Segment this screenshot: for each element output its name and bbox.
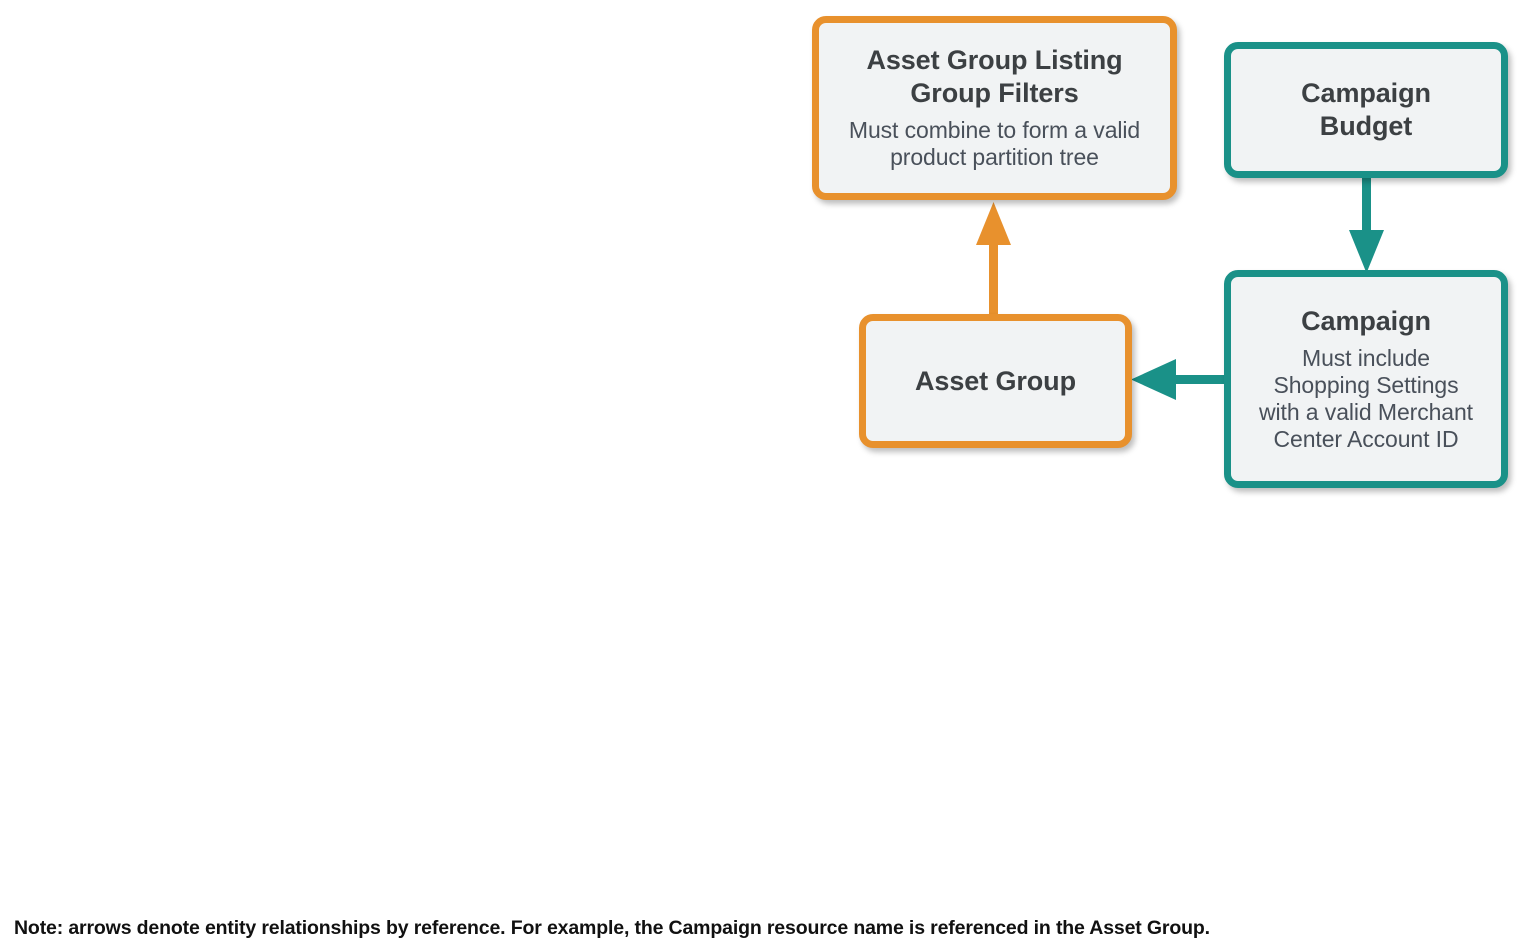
edge-asset-group-to-listing-group-filters bbox=[975, 198, 1015, 320]
node-title: Campaign Budget bbox=[1301, 78, 1431, 141]
node-campaign[interactable]: Campaign Must include Shopping Settings … bbox=[1224, 270, 1508, 488]
diagram-note: Note: arrows denote entity relationships… bbox=[14, 917, 1210, 939]
edge-campaign-to-asset-group bbox=[1124, 358, 1234, 402]
node-asset-group[interactable]: Asset Group bbox=[859, 314, 1132, 448]
node-asset-group-listing-group-filters[interactable]: Asset Group Listing Group Filters Must c… bbox=[812, 16, 1177, 200]
node-subtitle: Must combine to form a valid product par… bbox=[848, 117, 1141, 171]
edge-campaign-budget-to-campaign bbox=[1348, 172, 1388, 276]
node-subtitle: Must include Shopping Settings with a va… bbox=[1259, 344, 1473, 453]
node-title: Asset Group bbox=[915, 365, 1076, 396]
node-campaign-budget[interactable]: Campaign Budget bbox=[1224, 42, 1508, 178]
node-title: Campaign bbox=[1301, 305, 1431, 336]
node-title: Asset Group Listing Group Filters bbox=[866, 45, 1123, 109]
